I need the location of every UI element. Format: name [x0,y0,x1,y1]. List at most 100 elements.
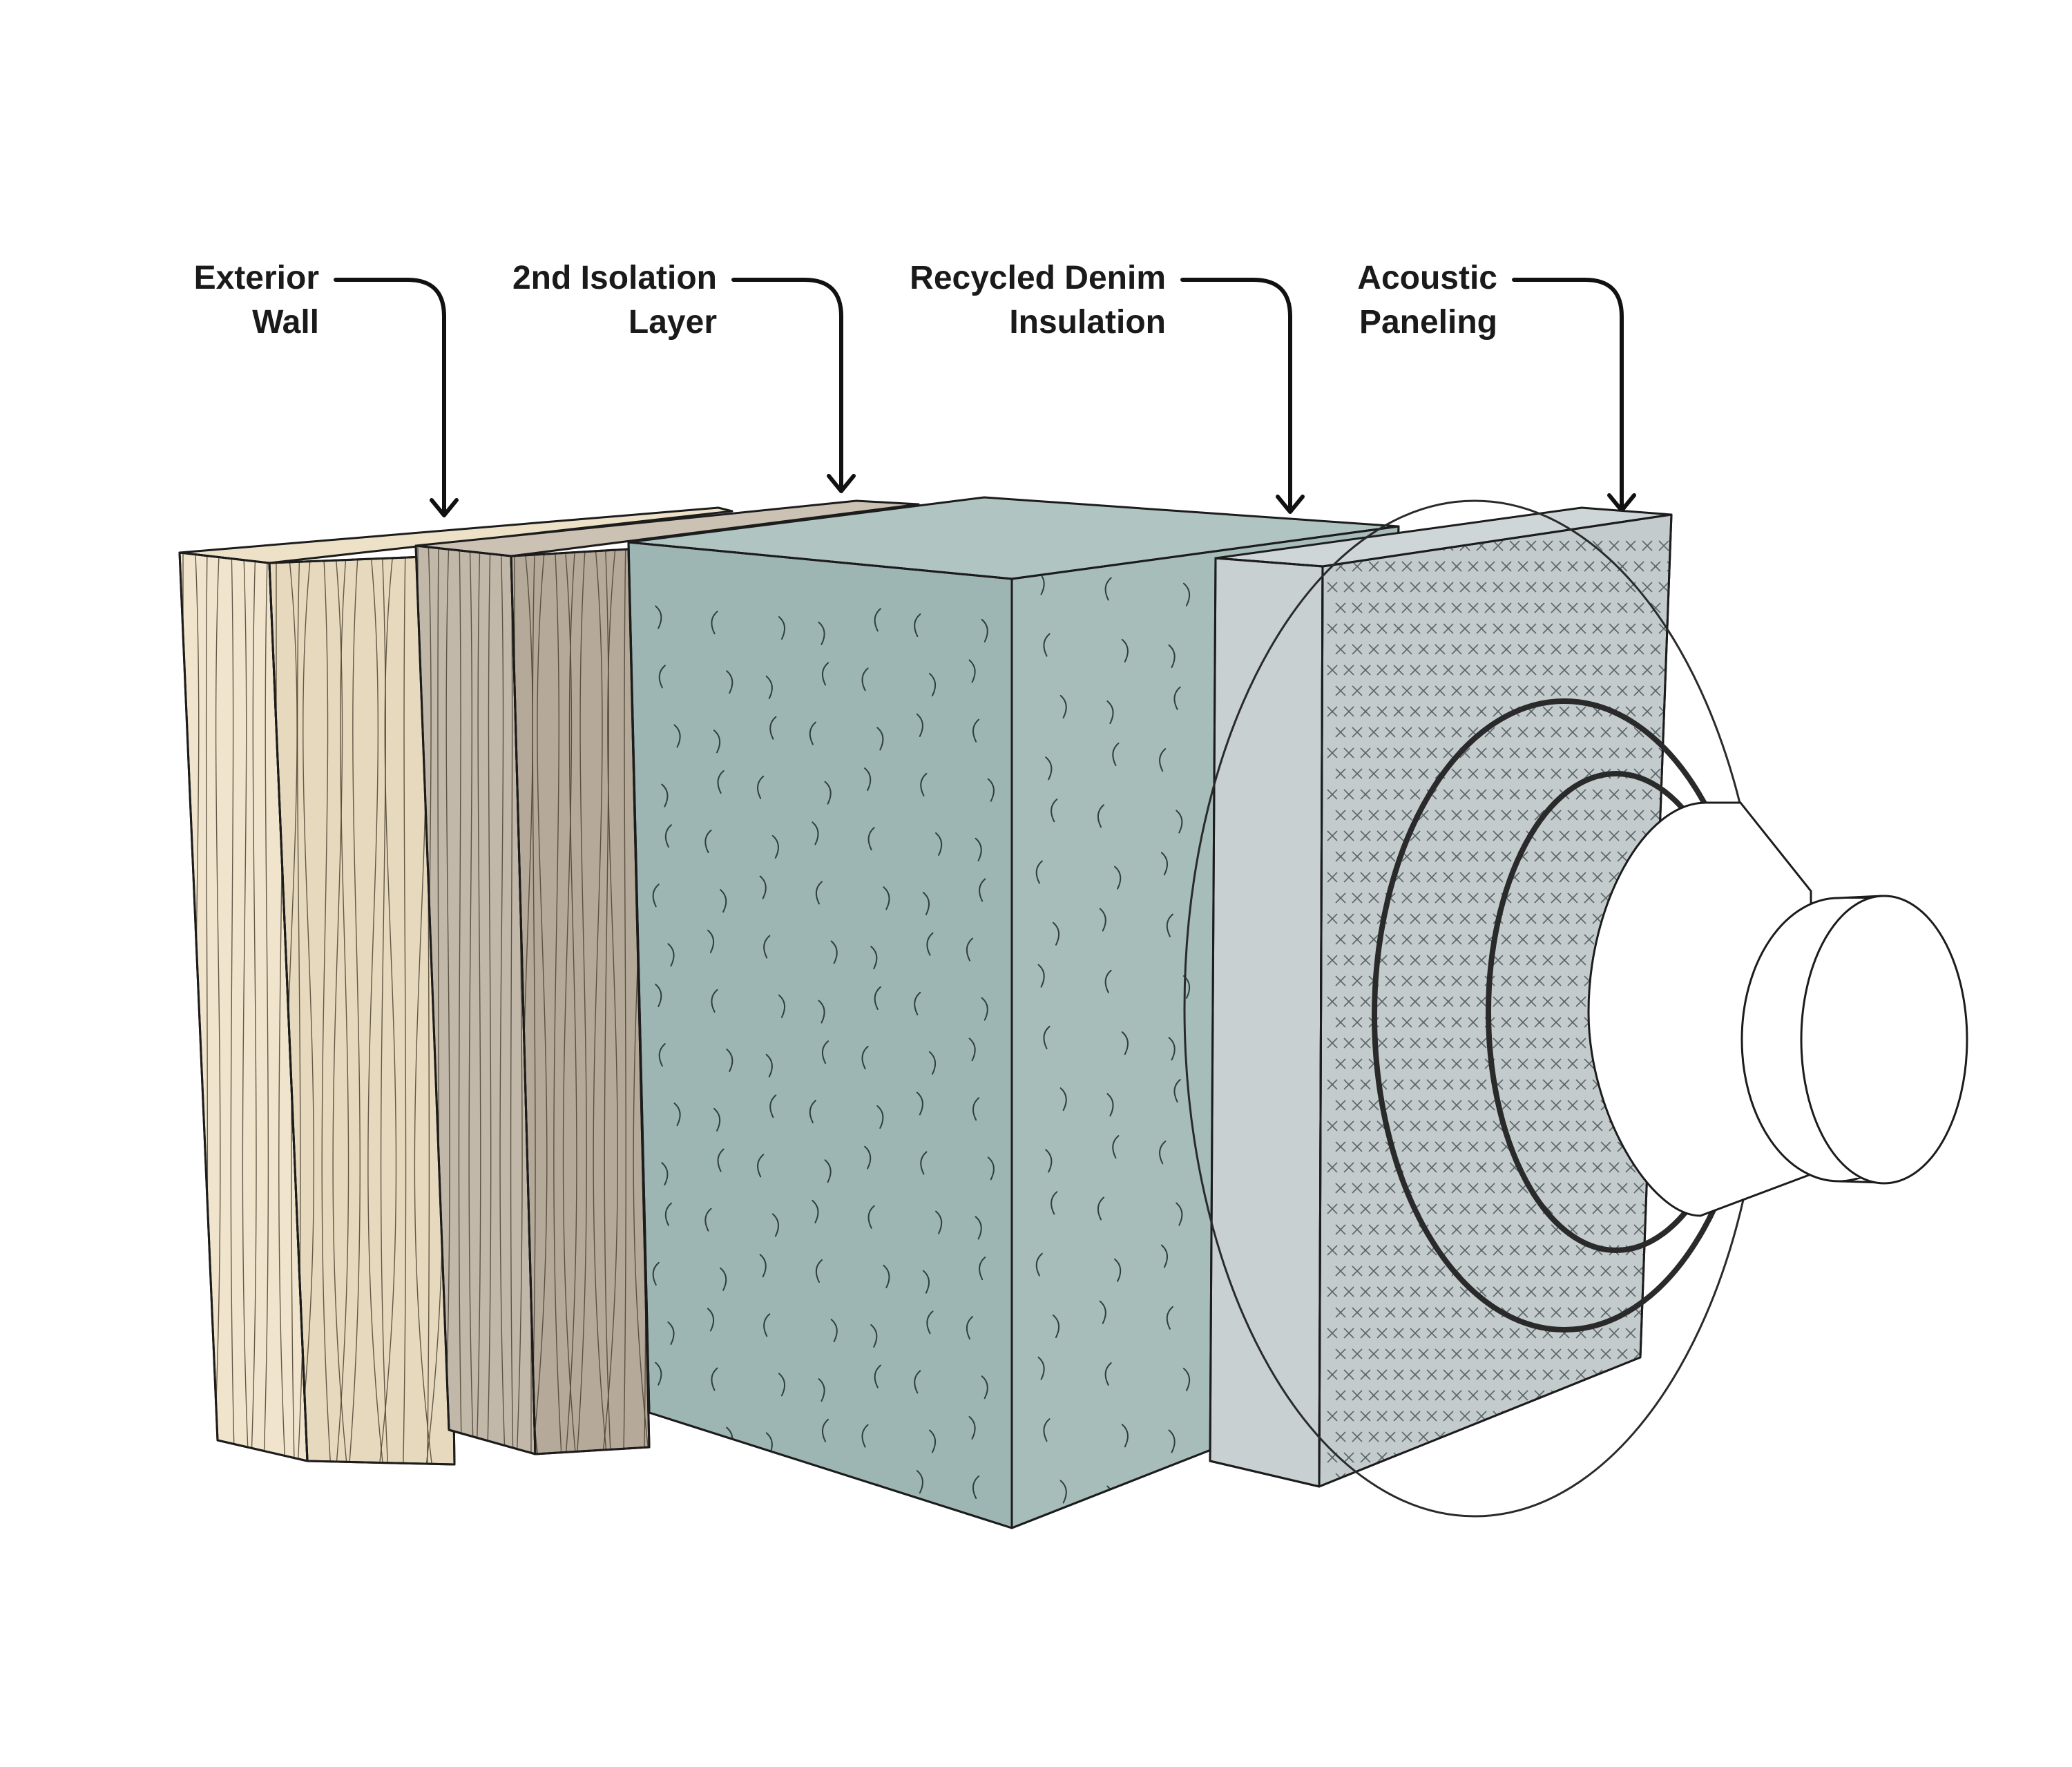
isolation-layer [414,499,920,1455]
fiber-mark [1114,1258,1122,1282]
wood-grain-line [553,549,563,1454]
speaker-cylinder-face [1800,895,1968,1185]
fiber-mark [1051,799,1058,823]
fiber-mark [769,1094,777,1118]
fiber-mark [861,1424,869,1448]
fiber-mark [765,676,773,700]
fiber-mark [883,1264,890,1288]
fiber-mark [658,1043,666,1067]
fiber-mark [1106,700,1114,725]
wood-grain-line [348,556,361,1464]
fiber-mark [1168,1429,1176,1453]
fiber-mark [711,611,718,635]
fiber-mark [658,1421,666,1445]
fiber-mark [1059,1480,1067,1504]
fiber-mark [975,1216,982,1240]
fiber-mark [757,775,765,799]
fiber-mark [864,767,872,792]
fiber-mark [812,821,819,846]
arrowhead-denim-insulation [1276,495,1305,514]
fiber-mark [1121,1424,1129,1448]
fiber-mark [1173,1079,1181,1103]
label-denim-insulation-line1: Recycled Denim [910,260,1166,296]
fiber-mark [876,1105,884,1129]
fiber-mark [769,716,777,740]
label-acoustic-paneling-line2: Paneling [1359,304,1497,341]
fiber-mark [1035,860,1043,884]
fiber-mark [1220,1477,1228,1501]
wood-grain-line [562,549,577,1454]
fiber-mark [720,889,727,913]
wood-grain-line [499,546,506,1454]
fiber-mark [914,613,921,638]
fiber-mark [861,1046,869,1069]
wood-grain-line [367,556,385,1464]
wood-grain-line [564,549,577,1454]
label-isolation-layer-line1: 2nd Isolation [512,260,717,296]
fiber-mark [1160,1244,1168,1268]
fiber-mark [916,1470,923,1494]
fiber-mark [1298,1482,1306,1507]
fiber-mark [922,1270,930,1294]
fiber-mark [765,1053,773,1078]
wood-grain-line [230,553,236,1461]
wood-grain-line [531,549,548,1454]
fiber-mark [972,718,980,743]
fiber-mark [1121,638,1129,662]
fiber-mark [1052,1315,1060,1338]
fiber-mark [1059,1087,1067,1111]
fiber-mark [874,986,881,1010]
fiber-mark [928,1051,937,1075]
fiber-mark [975,837,982,861]
fiber-mark [673,724,681,748]
fiber-mark [972,1097,980,1121]
wood-grain-line [530,549,536,1454]
wood-grain-line [335,556,349,1464]
fiber-mark [661,783,669,808]
fiber-mark [726,670,733,694]
label-isolation-layer: 2nd Isolation Layer [512,260,856,493]
fiber-mark [812,1199,819,1223]
fiber-mark [920,772,928,796]
fiber-mark [972,1475,980,1499]
wood-grain-line [476,546,481,1454]
fiber-mark [981,997,988,1021]
wood-grain-line [251,553,257,1461]
fiber-mark [815,881,823,905]
fiber-mark [864,1145,872,1169]
fiber-mark [1114,866,1122,890]
fiber-mark [667,943,675,967]
fiber-mark [809,1100,816,1124]
fiber-mark [1099,908,1106,932]
fiber-mark [711,1367,718,1391]
fiber-mark [968,659,976,683]
fiber-mark [1052,921,1060,946]
fiber-mark [1045,1149,1053,1173]
fiber-mark [664,1202,672,1226]
label-exterior-wall: Exterior Wall [194,260,459,517]
fiber-mark [821,662,829,686]
fiber-mark [1043,633,1051,657]
fiber-mark [867,827,875,851]
label-exterior-wall-line1: Exterior [194,260,319,296]
fiber-mark [1173,1471,1181,1496]
acoustic-paneling-side [1209,557,1324,1488]
fiber-mark [824,781,832,805]
fiber-mark [667,1321,675,1345]
fiber-mark [821,1040,829,1064]
fiber-mark [778,616,786,640]
fiber-mark [1121,1031,1129,1056]
fiber-mark [1097,804,1105,828]
wood-grain-line [458,546,463,1454]
fiber-mark [870,1324,878,1348]
wood-grain-line [296,556,315,1464]
wood-grain-line [378,556,397,1464]
arrowhead-isolation-layer [827,474,856,493]
fiber-mark [922,892,930,916]
fiber-mark [707,929,715,953]
fiber-mark [926,932,934,956]
wood-grain-line [576,549,588,1454]
fiber-mark [720,1267,727,1291]
wood-grain-line [468,546,474,1454]
